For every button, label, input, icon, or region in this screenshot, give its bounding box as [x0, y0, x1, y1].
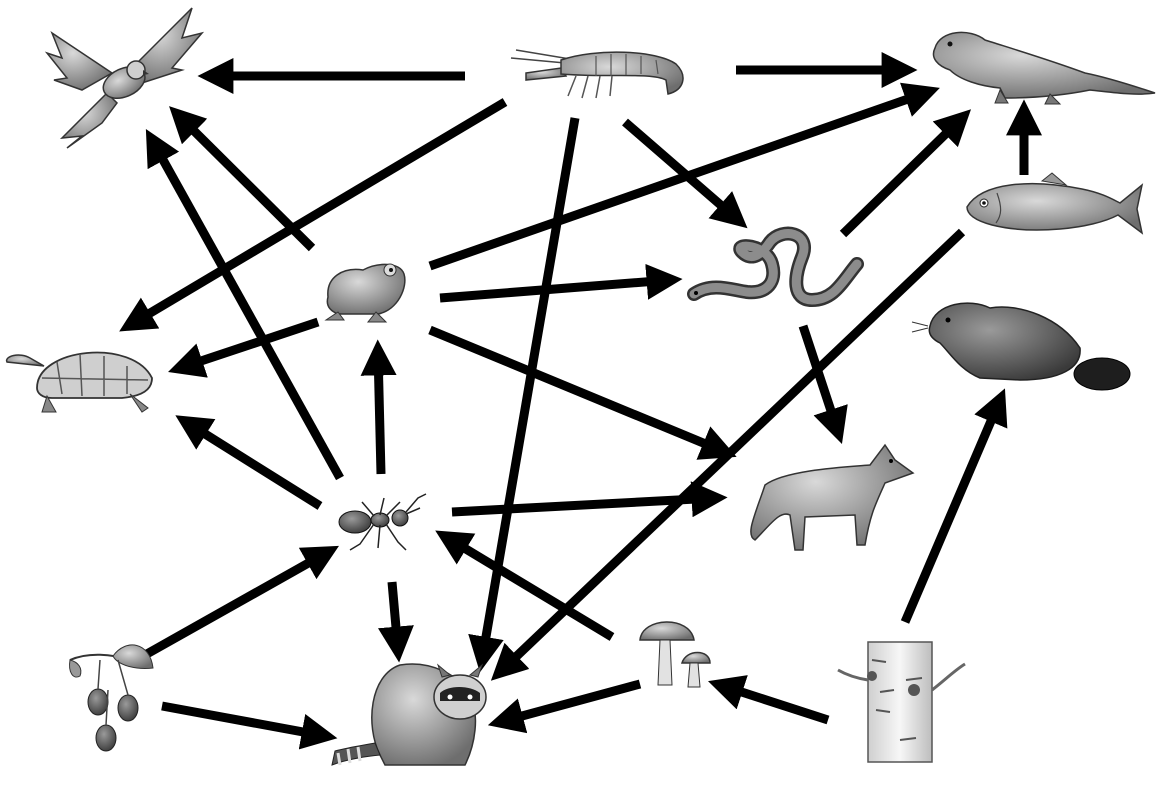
crayfish-icon[interactable]: [511, 50, 683, 98]
arrow-ant-to-raccoon: [392, 582, 398, 650]
arrow-frog-to-otter: [430, 92, 928, 266]
hawk-icon[interactable]: [47, 8, 202, 148]
arrow-frog-to-coyote: [430, 330, 725, 452]
arrow-snake-to-otter: [843, 118, 962, 234]
arrow-shrimp-to-turtle: [130, 102, 505, 325]
arrow-tree-to-beaver: [905, 400, 1000, 622]
mushroom-icon[interactable]: [640, 622, 710, 687]
arrow-frog-to-snake: [440, 280, 670, 298]
frog-icon[interactable]: [326, 264, 405, 322]
trout-icon[interactable]: [967, 173, 1142, 233]
arrow-frog-to-turtle: [180, 322, 318, 368]
birch-tree-icon[interactable]: [838, 642, 965, 762]
beaver-icon[interactable]: [912, 303, 1130, 390]
raccoon-icon[interactable]: [332, 664, 486, 765]
otter-icon[interactable]: [933, 32, 1155, 104]
arrow-ant-to-hawk: [152, 140, 340, 478]
arrow-ant-to-frog: [378, 352, 381, 474]
arrow-layer: [130, 70, 1024, 736]
arrow-shrimp-to-snake: [625, 122, 738, 220]
arrow-ant-to-turtle: [186, 422, 320, 506]
turtle-icon[interactable]: [7, 353, 152, 412]
arrow-tree-to-mushroom: [720, 685, 828, 720]
ant-icon[interactable]: [339, 494, 426, 550]
arrow-mushroom-to-raccoon: [500, 684, 640, 722]
raspberry-icon[interactable]: [70, 645, 153, 751]
coyote-icon[interactable]: [751, 445, 913, 550]
arrow-fish-to-raccoon: [500, 232, 962, 672]
arrow-berries-to-ant: [145, 552, 328, 655]
arrow-berries-to-raccoon: [162, 706, 325, 736]
snake-icon[interactable]: [694, 234, 857, 300]
